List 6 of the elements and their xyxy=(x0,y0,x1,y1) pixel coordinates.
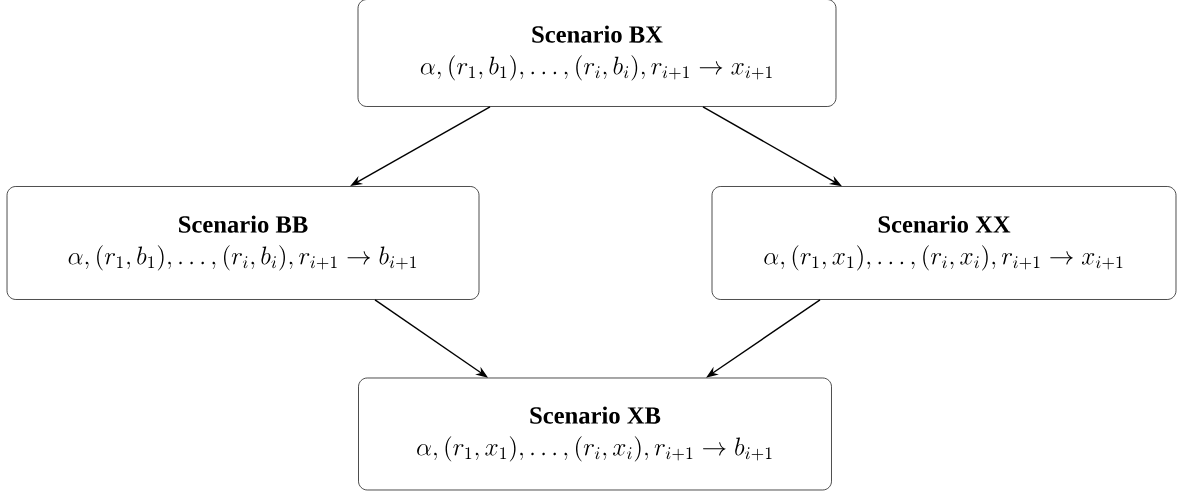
arrow xyxy=(706,299,821,378)
scenario-box: Scenario XB $\alpha, (r_1, x_1), \ldots, (r_i, x_i), r_{i+1} \rightarrow b_{i+1}$ xyxy=(358,377,832,491)
scenario-box: Scenario XX $\alpha, (r_1, x_1), \ldots, (r_i, x_i), r_{i+1} \rightarrow x_{i+1}$ xyxy=(711,186,1177,300)
scenario-box: Scenario BB $\alpha, (r_1, b_1), \ldots, (r_i, b_i), r_{i+1} \rightarrow b_{i+1}$ xyxy=(6,186,480,300)
scenario-box: Scenario BX $\alpha, (r_1, b_1), \ldots, (r_i, b_i), r_{i+1} \rightarrow x_{i+1}$ xyxy=(357,0,837,107)
arrow xyxy=(374,299,488,378)
